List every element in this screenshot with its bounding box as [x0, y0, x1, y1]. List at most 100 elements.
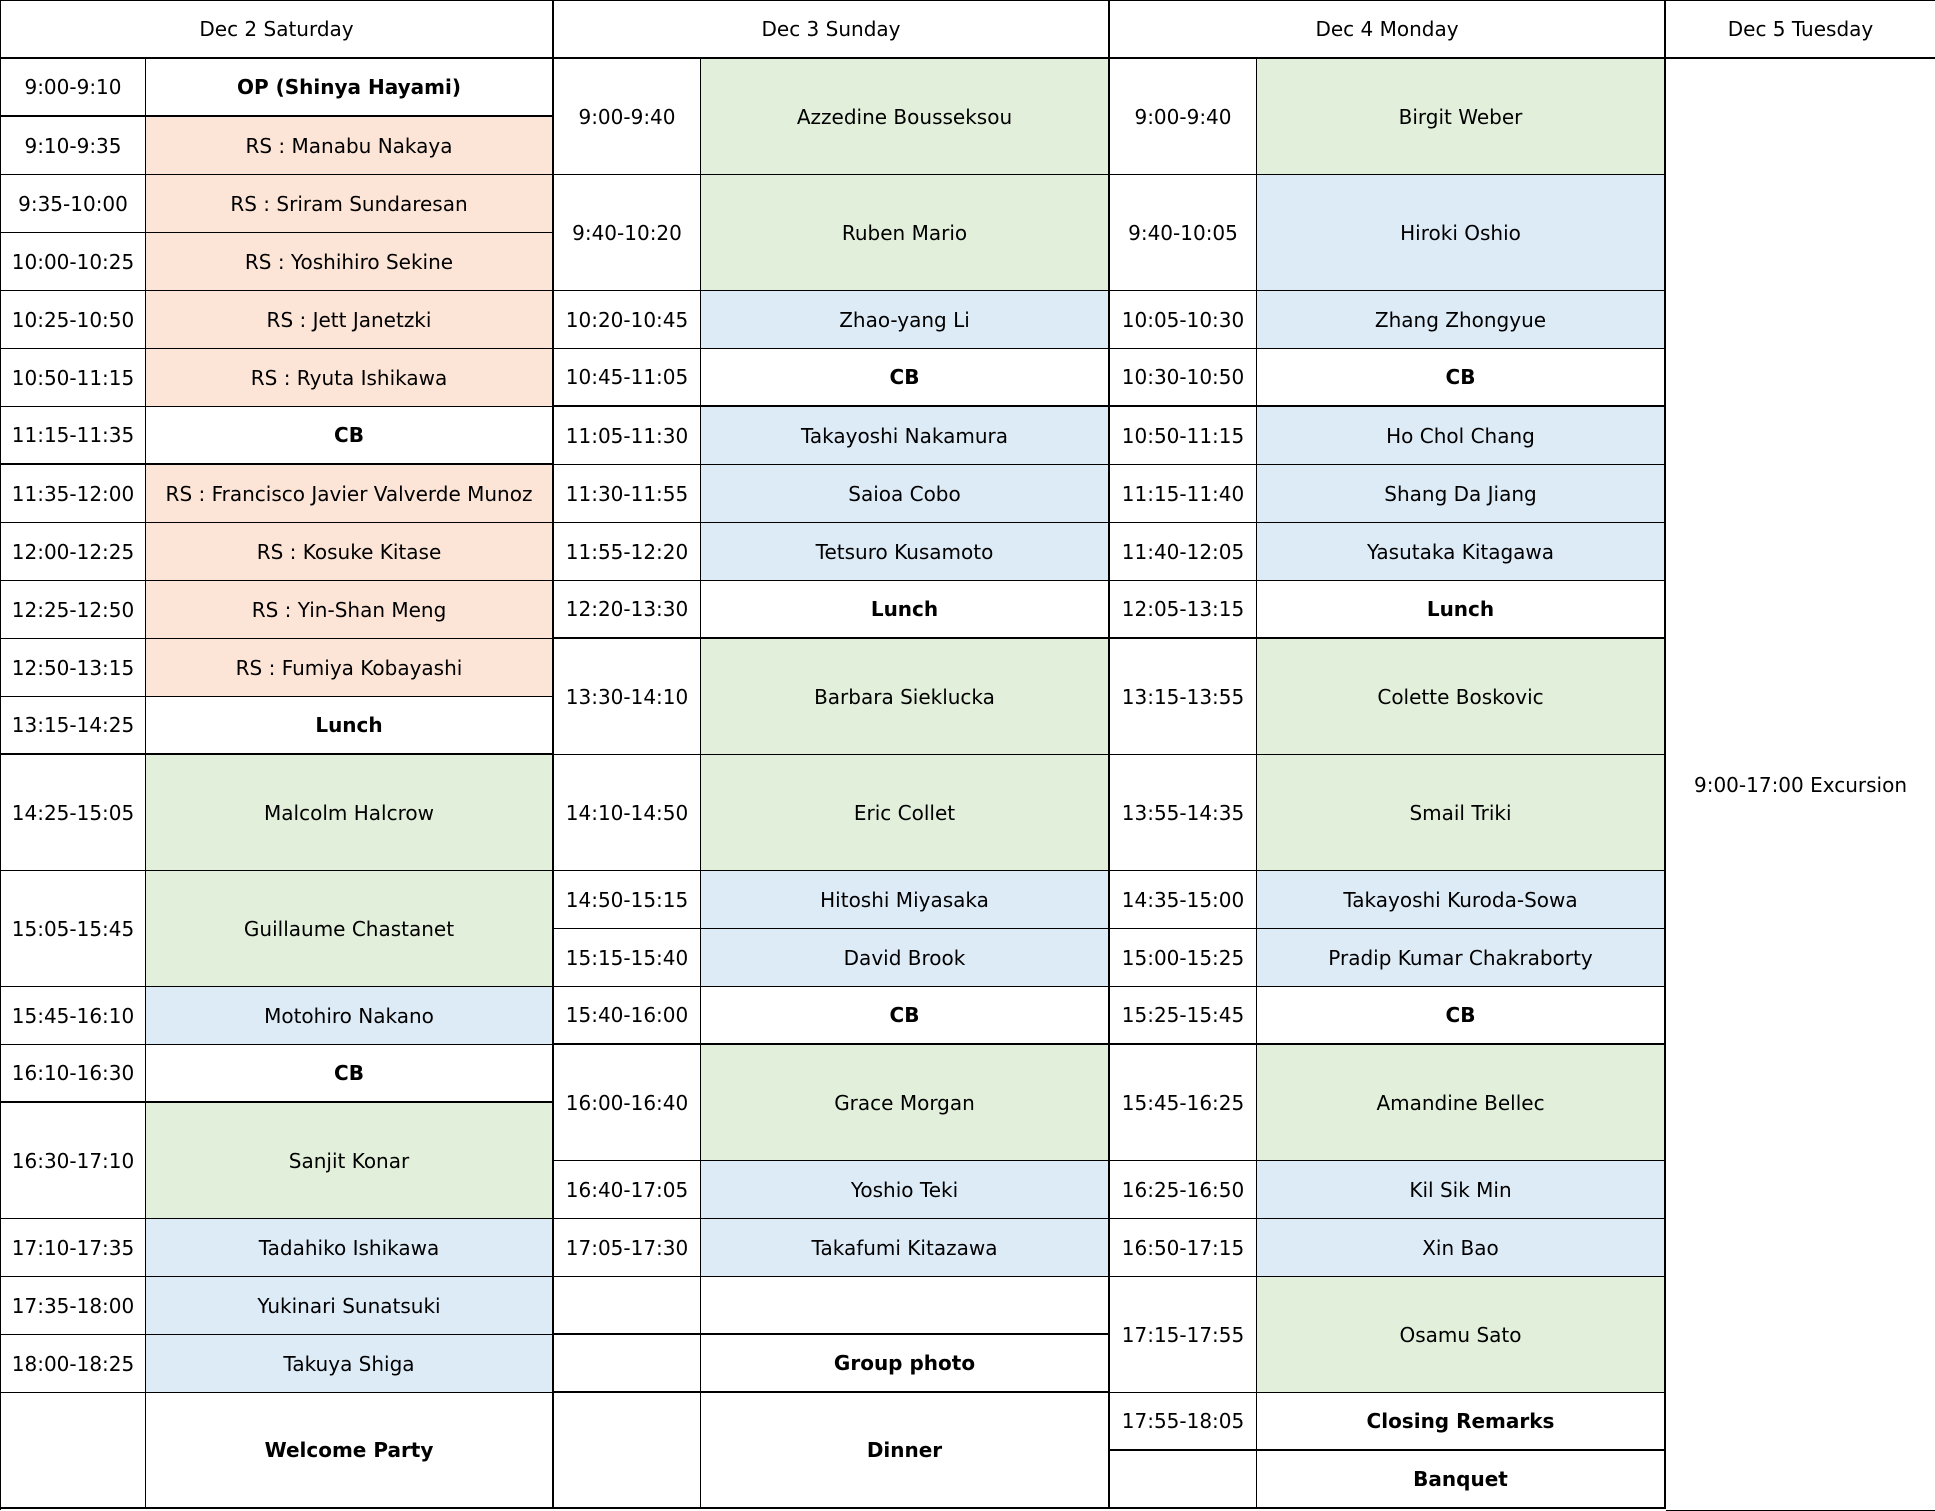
session-speaker: Birgit Weber	[1257, 59, 1666, 175]
session-speaker: Hitoshi Miyasaka	[701, 871, 1110, 929]
time-cell	[554, 1277, 701, 1335]
time-cell: 13:30-14:10	[554, 639, 701, 755]
session-speaker: Barbara Sieklucka	[701, 639, 1110, 755]
time-cell: 17:15-17:55	[1110, 1277, 1257, 1393]
time-cell: 10:05-10:30	[1110, 291, 1257, 349]
time-cell: 16:50-17:15	[1110, 1219, 1257, 1277]
session-label: CB	[701, 349, 1110, 407]
session-speaker: Malcolm Halcrow	[146, 755, 554, 871]
session-speaker: Colette Boskovic	[1257, 639, 1666, 755]
time-cell: 10:50-11:15	[1110, 407, 1257, 465]
session-speaker: RS : Fumiya Kobayashi	[146, 639, 554, 697]
session-label: Dinner	[701, 1393, 1110, 1509]
session-label: Banquet	[1257, 1451, 1666, 1509]
time-cell: 9:35-10:00	[1, 175, 146, 233]
time-cell: 13:55-14:35	[1110, 755, 1257, 871]
session-label: CB	[1257, 987, 1666, 1045]
time-cell	[1, 1393, 146, 1509]
session-speaker: Amandine Bellec	[1257, 1045, 1666, 1161]
time-cell: 16:30-17:10	[1, 1103, 146, 1219]
time-cell: 12:25-12:50	[1, 581, 146, 639]
session-speaker: Tetsuro Kusamoto	[701, 523, 1110, 581]
excursion-cell: 9:00-17:00 Excursion	[1666, 59, 1935, 1511]
time-cell: 16:25-16:50	[1110, 1161, 1257, 1219]
session-speaker: RS : Manabu Nakaya	[146, 117, 554, 175]
time-cell: 16:40-17:05	[554, 1161, 701, 1219]
day-header: Dec 4 Monday	[1110, 1, 1666, 59]
session-speaker: Takafumi Kitazawa	[701, 1219, 1110, 1277]
session-label: CB	[146, 407, 554, 465]
time-cell: 15:45-16:10	[1, 987, 146, 1045]
time-cell: 16:00-16:40	[554, 1045, 701, 1161]
time-cell: 9:00-9:40	[1110, 59, 1257, 175]
session-speaker: Azzedine Bousseksou	[701, 59, 1110, 175]
time-cell: 10:25-10:50	[1, 291, 146, 349]
time-cell: 10:45-11:05	[554, 349, 701, 407]
session-label: CB	[146, 1045, 554, 1103]
time-cell: 14:10-14:50	[554, 755, 701, 871]
time-cell: 11:35-12:00	[1, 465, 146, 523]
session-speaker: RS : Jett Janetzki	[146, 291, 554, 349]
time-cell: 15:40-16:00	[554, 987, 701, 1045]
session-label: Group photo	[701, 1335, 1110, 1393]
time-cell: 14:25-15:05	[1, 755, 146, 871]
time-cell	[554, 1393, 701, 1509]
session-speaker: Saioa Cobo	[701, 465, 1110, 523]
session-label: Lunch	[146, 697, 554, 755]
session-label: Lunch	[701, 581, 1110, 639]
session-speaker: Ho Chol Chang	[1257, 407, 1666, 465]
time-cell: 15:25-15:45	[1110, 987, 1257, 1045]
session-speaker: Takayoshi Kuroda-Sowa	[1257, 871, 1666, 929]
session-speaker: Takayoshi Nakamura	[701, 407, 1110, 465]
session-speaker: Xin Bao	[1257, 1219, 1666, 1277]
time-cell: 9:00-9:10	[1, 59, 146, 117]
session-speaker	[701, 1277, 1110, 1335]
session-label: Lunch	[1257, 581, 1666, 639]
time-cell: 13:15-14:25	[1, 697, 146, 755]
time-cell: 17:05-17:30	[554, 1219, 701, 1277]
session-speaker: RS : Yoshihiro Sekine	[146, 233, 554, 291]
time-cell: 17:35-18:00	[1, 1277, 146, 1335]
day-header: Dec 2 Saturday	[1, 1, 554, 59]
session-speaker: Zhao-yang Li	[701, 291, 1110, 349]
time-cell: 15:00-15:25	[1110, 929, 1257, 987]
session-speaker: Sanjit Konar	[146, 1103, 554, 1219]
time-cell: 13:15-13:55	[1110, 639, 1257, 755]
session-speaker: Osamu Sato	[1257, 1277, 1666, 1393]
time-cell: 11:05-11:30	[554, 407, 701, 465]
time-cell: 9:00-9:40	[554, 59, 701, 175]
session-speaker: Yukinari Sunatsuki	[146, 1277, 554, 1335]
time-cell	[1110, 1451, 1257, 1509]
session-speaker: Yasutaka Kitagawa	[1257, 523, 1666, 581]
time-cell: 10:20-10:45	[554, 291, 701, 349]
session-speaker: Pradip Kumar Chakraborty	[1257, 929, 1666, 987]
time-cell: 11:15-11:40	[1110, 465, 1257, 523]
time-cell: 9:10-9:35	[1, 117, 146, 175]
session-speaker: Zhang Zhongyue	[1257, 291, 1666, 349]
time-cell	[554, 1335, 701, 1393]
session-speaker: RS : Kosuke Kitase	[146, 523, 554, 581]
session-speaker: Tadahiko Ishikawa	[146, 1219, 554, 1277]
time-cell: 18:00-18:25	[1, 1335, 146, 1393]
time-cell: 11:55-12:20	[554, 523, 701, 581]
time-cell: 17:10-17:35	[1, 1219, 146, 1277]
session-speaker: Eric Collet	[701, 755, 1110, 871]
session-speaker: Takuya Shiga	[146, 1335, 554, 1393]
session-speaker: Guillaume Chastanet	[146, 871, 554, 987]
session-speaker: RS : Sriram Sundaresan	[146, 175, 554, 233]
time-cell: 9:40-10:05	[1110, 175, 1257, 291]
session-label: CB	[701, 987, 1110, 1045]
time-cell: 14:50-15:15	[554, 871, 701, 929]
session-speaker: Ruben Mario	[701, 175, 1110, 291]
time-cell: 11:40-12:05	[1110, 523, 1257, 581]
session-label: Closing Remarks	[1257, 1393, 1666, 1451]
time-cell: 11:15-11:35	[1, 407, 146, 465]
time-cell: 12:20-13:30	[554, 581, 701, 639]
session-speaker: Hiroki Oshio	[1257, 175, 1666, 291]
session-speaker: Smail Triki	[1257, 755, 1666, 871]
session-speaker: RS : Ryuta Ishikawa	[146, 349, 554, 407]
time-cell: 12:50-13:15	[1, 639, 146, 697]
time-cell: 12:05-13:15	[1110, 581, 1257, 639]
time-cell: 10:30-10:50	[1110, 349, 1257, 407]
